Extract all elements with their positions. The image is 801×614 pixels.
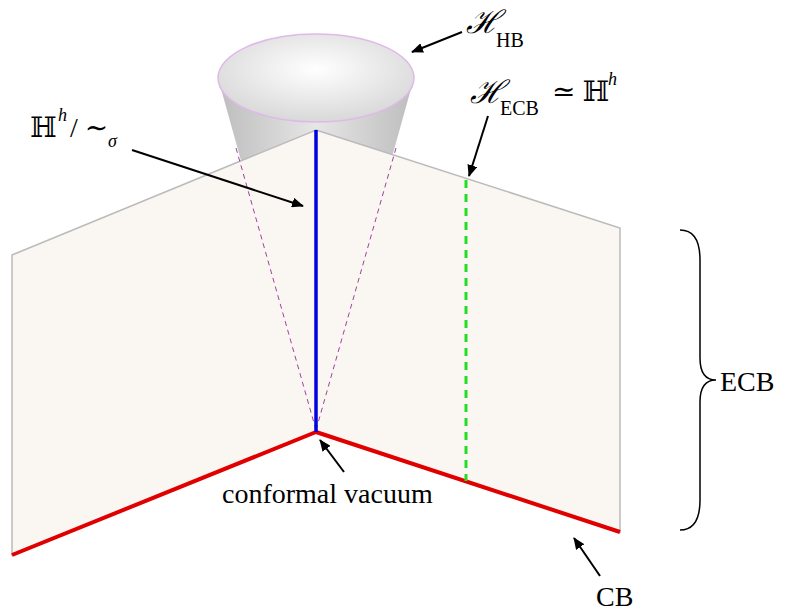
isomorphism-symbol: ≃ ℍ — [552, 78, 609, 106]
brace — [680, 230, 716, 530]
leader-arrow — [469, 116, 488, 176]
leader-arrow — [132, 150, 303, 206]
leader-arrow — [574, 538, 600, 576]
cone-dashed-edge — [236, 148, 316, 430]
leader-arrow — [320, 440, 344, 472]
cone-cap — [218, 34, 414, 122]
space-symbol: ℍ — [30, 114, 56, 142]
superscript: h — [58, 106, 67, 124]
quotient-symbol: / ∼ — [70, 114, 108, 142]
hilbert-space-symbol: ℋ — [470, 76, 504, 108]
subscript: HB — [496, 30, 524, 50]
hilbert-space-symbol: ℋ — [466, 6, 500, 38]
point-label: conformal vacuum — [222, 480, 433, 508]
cone-dashed-edge — [316, 148, 396, 430]
subscript: σ — [108, 132, 117, 150]
leader-arrow — [412, 32, 462, 52]
region-label: ECB — [720, 368, 774, 396]
line-label: CB — [596, 583, 633, 611]
superscript: h — [608, 70, 617, 88]
generic-fiber-line — [465, 180, 468, 481]
right-plane — [316, 130, 620, 532]
fixed-fiber-line — [314, 130, 318, 432]
subscript: ECB — [500, 98, 539, 118]
